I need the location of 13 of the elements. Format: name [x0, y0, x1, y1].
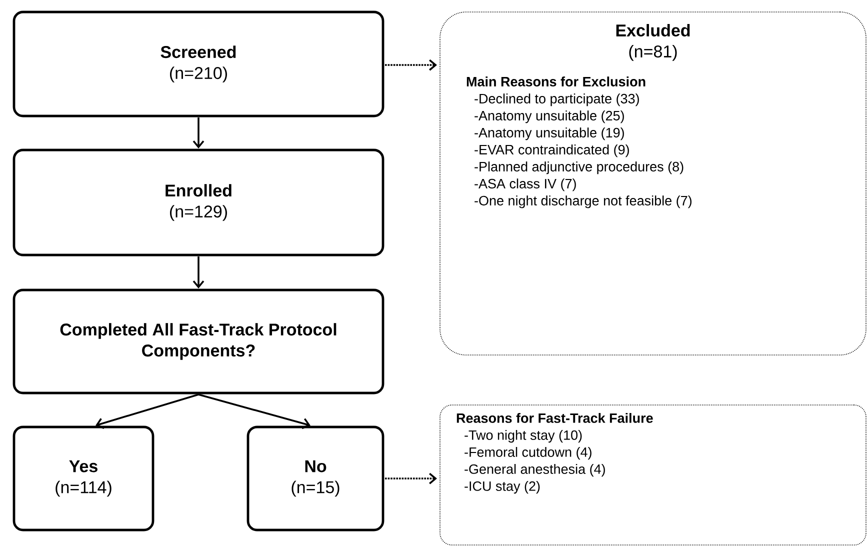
flow-box: Enrolled (n=129): [12, 148, 384, 256]
arrow: [192, 118, 204, 148]
reasons-box: Reasons for Fast-Track Failure -Two night stay (10) -Femoral cutdown (4) -General anesthesia (4) -ICU stay (2): [440, 404, 866, 546]
arrow: [385, 472, 437, 484]
flow-box: No (n=15): [246, 426, 384, 532]
exclusion-box: Excluded (n=81) Main Reasons for Exclusion -Declined to participate (33) -Anatomy unsuitable (25) -Anatomy unsuitable (19) -EVAR contraindicated (9) -Planned adjunctive procedures (8) -ASA class IV (7) -One night discharge not feasible (7): [440, 12, 866, 356]
flow-box: Completed All Fast-Track Protocol Components?: [12, 288, 384, 394]
arrow: [192, 256, 204, 288]
arrow: [96, 394, 199, 429]
arrow: [385, 59, 437, 71]
flow-box: Yes (n=114): [12, 426, 154, 532]
flow-box: Screened (n=210): [12, 10, 384, 118]
arrow: [198, 394, 310, 430]
